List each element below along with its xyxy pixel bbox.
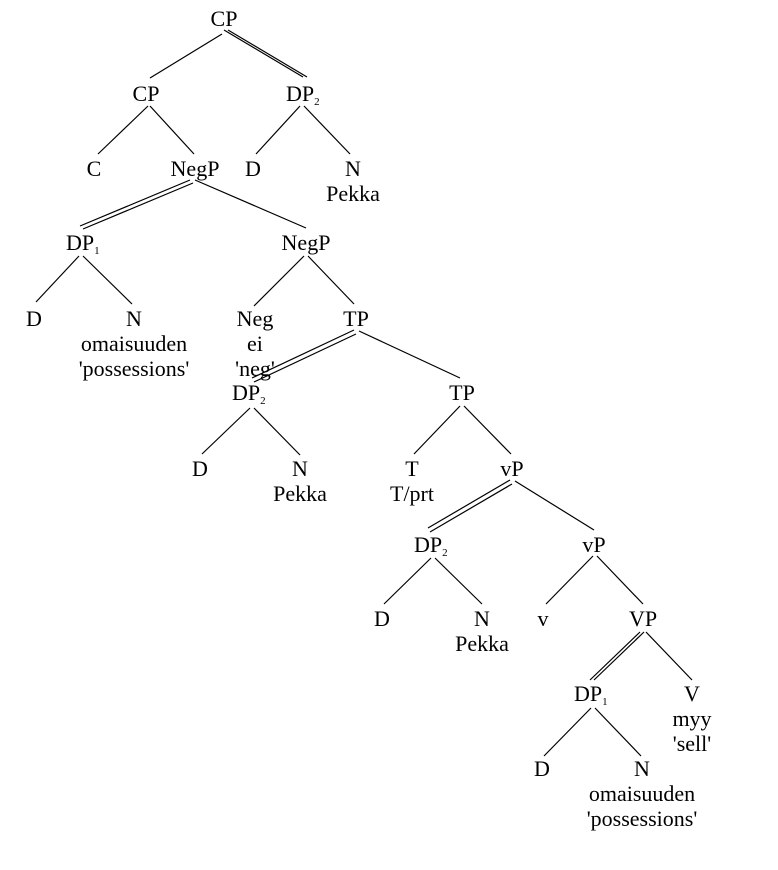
branch-cproot-cp bbox=[149, 33, 223, 79]
gloss-neg: 'neg' bbox=[235, 356, 275, 381]
branch-vp-vp2 bbox=[514, 480, 595, 531]
word-omaisuuden-low: omaisuuden bbox=[589, 781, 695, 806]
node-n-dp1: N bbox=[126, 306, 142, 331]
node-negp: NegP bbox=[171, 156, 220, 181]
branch-cp-c bbox=[97, 105, 149, 155]
branch-dp1-d bbox=[35, 255, 80, 303]
node-vp-small-2: vP bbox=[582, 532, 605, 557]
node-negp-2: NegP bbox=[282, 230, 331, 255]
branch-vpbig-v bbox=[645, 631, 693, 681]
branch-cproot-dp2-a bbox=[223, 29, 304, 78]
node-v-small: v bbox=[538, 606, 549, 631]
word-pekka-top: Pekka bbox=[326, 181, 380, 206]
branch-negp-negp2 bbox=[194, 179, 307, 229]
node-t: T bbox=[405, 456, 419, 481]
node-cp-root: CP bbox=[211, 6, 238, 31]
branch-tp2-t bbox=[413, 405, 461, 455]
node-dp2-mid: DP2 bbox=[232, 380, 266, 407]
node-tp-2: TP bbox=[449, 380, 475, 405]
branch-dp1low-d bbox=[543, 707, 592, 757]
node-n-mid: N bbox=[292, 456, 308, 481]
branch-dp2top-n bbox=[303, 105, 351, 155]
branch-vpbig-dp1-b bbox=[593, 631, 645, 681]
branch-dp1-n bbox=[82, 255, 133, 305]
node-d-top: D bbox=[245, 156, 261, 181]
branch-negp-dp1-a bbox=[79, 179, 191, 227]
node-dp1-high: DP1 bbox=[66, 230, 100, 257]
branch-dp2low-d bbox=[383, 557, 432, 605]
word-t-prt: T/prt bbox=[390, 481, 434, 506]
branch-dp2top-d bbox=[255, 105, 301, 155]
branch-dp2mid-n bbox=[253, 407, 301, 456]
node-dp1-low: DP1 bbox=[574, 681, 608, 708]
node-d-mid: D bbox=[192, 456, 208, 481]
branch-tp-dp2-a bbox=[251, 329, 355, 379]
word-pekka-low: Pekka bbox=[455, 631, 509, 656]
word-ei: ei bbox=[247, 331, 263, 356]
node-dp2-top: DP2 bbox=[286, 81, 320, 108]
word-omaisuuden-high: omaisuuden bbox=[81, 331, 187, 356]
branch-cproot-dp2-b bbox=[227, 29, 308, 78]
tree-branches bbox=[35, 29, 693, 757]
node-d-dp1: D bbox=[26, 306, 42, 331]
node-n-top: N bbox=[345, 156, 361, 181]
gloss-sell: 'sell' bbox=[673, 731, 712, 756]
gloss-possessions-low: 'possessions' bbox=[587, 806, 698, 831]
node-d-dp1-low: D bbox=[534, 756, 550, 781]
node-neg: Neg bbox=[237, 306, 274, 331]
branch-negp2-neg bbox=[253, 255, 305, 307]
branch-vpbig-dp1-a bbox=[589, 631, 641, 681]
gloss-possessions-high: 'possessions' bbox=[79, 356, 190, 381]
node-dp2-low: DP2 bbox=[414, 532, 448, 559]
branch-negp2-tp bbox=[307, 255, 355, 305]
node-c: C bbox=[87, 156, 102, 181]
node-tp: TP bbox=[343, 306, 369, 331]
branch-vp2-vpbig bbox=[596, 555, 644, 605]
node-d-low: D bbox=[374, 606, 390, 631]
node-vp-big: VP bbox=[629, 606, 657, 631]
branch-dp2low-n bbox=[434, 557, 483, 605]
node-cp: CP bbox=[133, 81, 160, 106]
branch-dp1low-n bbox=[594, 707, 642, 757]
word-pekka-mid: Pekka bbox=[273, 481, 327, 506]
node-v-big: V bbox=[684, 681, 700, 706]
node-vp-small: vP bbox=[500, 456, 523, 481]
word-myy: myy bbox=[672, 706, 711, 731]
tree-nodes: CP CP DP2 C NegP D N Pekka DP1 NegP D N … bbox=[26, 6, 712, 831]
branch-vp-dp2-b bbox=[429, 483, 513, 533]
branch-tp-dp2-b bbox=[253, 333, 357, 383]
branch-cp-negp bbox=[149, 105, 195, 155]
node-n-dp1-low: N bbox=[634, 756, 650, 781]
branch-vp-dp2-a bbox=[427, 479, 511, 529]
branch-vp2-v bbox=[545, 555, 594, 605]
branch-tp2-vp bbox=[463, 405, 512, 455]
branch-dp2mid-d bbox=[201, 407, 251, 455]
node-n-low: N bbox=[474, 606, 490, 631]
branch-negp-dp1-b bbox=[82, 182, 194, 230]
branch-tp-tp2 bbox=[358, 330, 461, 379]
